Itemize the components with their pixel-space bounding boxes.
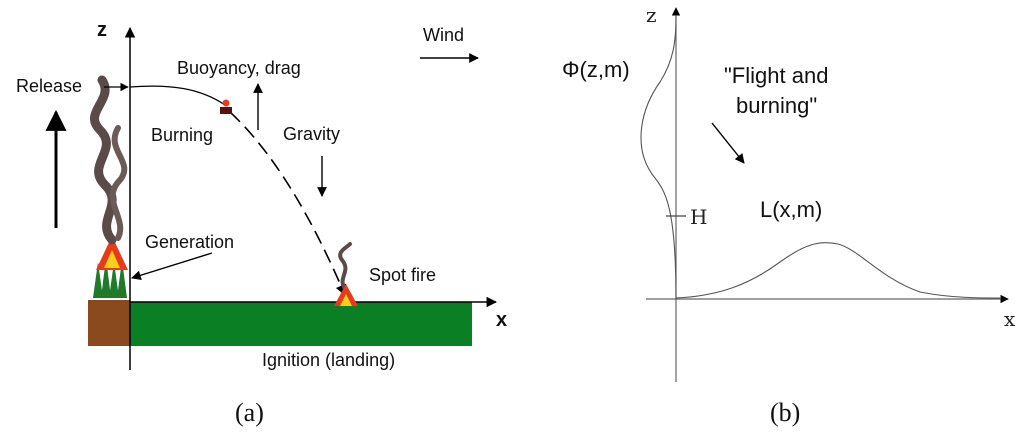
trees [93,258,127,298]
spot-fire-label: Spot fire [369,265,436,285]
gravity-label: Gravity [283,124,340,144]
flight-label-2: burning" [736,93,817,118]
z-label-b: z [646,3,657,27]
firebrand [220,107,232,114]
trajectory-solid [129,85,226,106]
trajectory-dashed [229,111,347,297]
ignition-label: Ignition (landing) [262,350,395,370]
z-label-a: z [97,19,107,41]
x-label-b: x [1004,307,1016,331]
generation-arrow [131,252,213,281]
phi-label: Φ(z,m) [562,57,630,82]
soil-block [88,300,130,346]
generation-label: Generation [145,232,234,252]
panel-a: z x Release Buoyancy, drag Burning Gravi… [16,19,507,427]
buoyancy-label: Buoyancy, drag [177,58,301,78]
caption-a: (a) [235,398,264,427]
l-label: L(x,m) [760,197,822,222]
release-label: Release [16,76,82,96]
x-label-a: x [496,309,507,331]
ground-strip [130,302,472,346]
flight-arrow [711,122,745,164]
caption-b: (b) [770,398,800,427]
spot-fire [334,242,358,306]
smoke-plume [90,75,117,245]
l-curve [675,242,1001,299]
h-label: H [690,205,707,229]
source-fire [96,236,128,270]
wind-label: Wind [423,25,464,45]
flight-label-1: "Flight and [724,63,828,88]
panel-b: z x Φ(z,m) "Flight and burning" H L(x,m)… [562,3,1016,427]
burning-label: Burning [151,125,213,145]
phi-curve [640,15,677,300]
